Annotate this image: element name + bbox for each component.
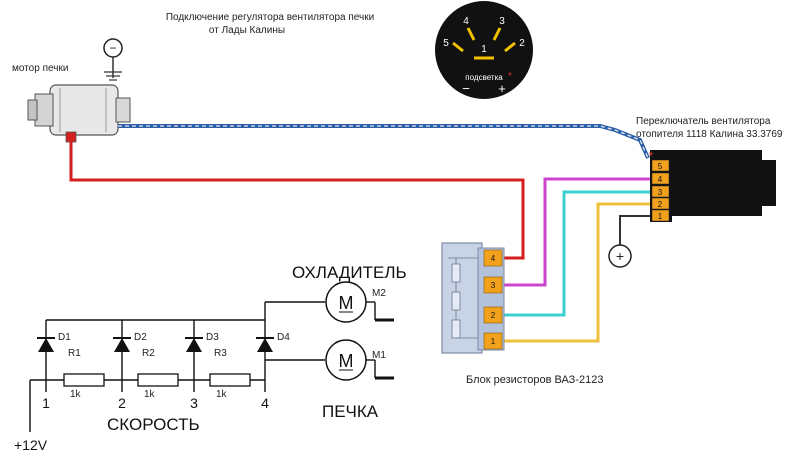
dial-num-1: 1 <box>481 44 487 55</box>
switch-pin-5 <box>651 159 670 172</box>
title-line-1: Подключение регулятора вентилятора печки <box>166 12 374 23</box>
dial-num-4: 4 <box>463 16 469 27</box>
switch-plus-sign: + <box>616 248 624 264</box>
block-pin-num-3: 3 <box>491 281 496 290</box>
heater-label: ПЕЧКА <box>322 402 379 421</box>
heater-motor-body <box>27 84 131 143</box>
dial-plus: + <box>498 81 506 96</box>
motor-m1-symbol: M <box>339 351 354 371</box>
block-pin-2 <box>483 306 503 324</box>
resistor-block-label: Блок резисторов ВАЗ-2123 <box>466 374 603 386</box>
motor-to-switch-ground-wire <box>118 124 650 159</box>
resistor-value-r3: 1k <box>216 389 228 400</box>
dial-mark-2 <box>504 41 516 53</box>
resistor-value-r2: 1k <box>144 389 156 400</box>
motor-m2-symbol: M <box>339 293 354 313</box>
resistor-r2 <box>137 373 179 387</box>
speed-number-3: 3 <box>190 395 198 411</box>
switch-pin3-cyan-wire <box>500 190 652 317</box>
motor-m1-label: M1 <box>372 350 386 361</box>
switch-pin1-plus-wire <box>619 215 652 246</box>
speed-label: СКОРОСТЬ <box>107 415 200 434</box>
diode-label-d4: D4 <box>277 332 290 343</box>
switch-pin-num-5: 5 <box>658 162 663 171</box>
switch-pin-num-1: 1 <box>658 212 663 221</box>
diode-label-d2: D2 <box>134 332 147 343</box>
dial-mark-5 <box>452 41 464 53</box>
motor-ground-terminal: − <box>103 38 123 81</box>
block-pin-3 <box>483 276 503 294</box>
resistor-label-r3: R3 <box>214 348 227 359</box>
resistor-r3 <box>209 373 251 387</box>
resistor-block: 4 3 2 1 <box>441 242 505 354</box>
diode-label-d1: D1 <box>58 332 71 343</box>
dial-num-2: 2 <box>519 38 525 49</box>
resistor-label-r1: R1 <box>68 348 81 359</box>
dial-mark-4 <box>466 27 476 41</box>
dial-face <box>435 1 533 99</box>
cooler-label: ОХЛАДИТЕЛЬ <box>292 263 407 282</box>
supply-label: +12V <box>14 437 48 453</box>
dial-minus: − <box>462 81 470 96</box>
switch-label-line-1: Переключатель вентилятора <box>636 116 771 127</box>
resistor-r1 <box>63 373 105 387</box>
block-pin-num-2: 2 <box>491 311 496 320</box>
motor-label: мотор печки <box>12 63 68 74</box>
diode-d2 <box>113 337 131 352</box>
diode-d3 <box>185 337 203 352</box>
switch-pin-num-4: 4 <box>658 175 663 184</box>
diode-d1 <box>37 337 55 352</box>
speed-number-2: 2 <box>118 395 126 411</box>
switch-pin2-yellow-wire <box>500 202 652 343</box>
block-pin-num-4: 4 <box>491 254 496 263</box>
switch-pin-num-2: 2 <box>658 200 663 209</box>
switch-plus-terminal: + <box>608 244 632 268</box>
switch-label-line-2: отопителя 1118 Калина 33.3769 <box>636 129 783 140</box>
dial-mark-3 <box>492 27 502 41</box>
dial-backlight-label: подсветка <box>465 73 503 82</box>
dial-num-3: 3 <box>499 16 505 27</box>
motor-minus-sign: − <box>109 41 116 55</box>
schematic <box>29 301 325 432</box>
resistor-label-r2: R2 <box>142 348 155 359</box>
fan-switch-connector: 5 4 3 2 1 * <box>649 149 776 222</box>
switch-pin-3 <box>651 185 670 198</box>
block-pin-4 <box>483 249 503 267</box>
dial-num-5: 5 <box>443 38 449 49</box>
fan-speed-dial: 5 4 3 2 1 подсветка * − + <box>435 1 533 99</box>
switch-pin-4 <box>651 172 670 185</box>
motor-m2-label: M2 <box>372 288 386 299</box>
speed-number-4: 4 <box>261 395 269 411</box>
motor-m2: M <box>325 281 394 323</box>
switch-pin-2 <box>651 197 670 210</box>
diode-d4 <box>256 337 274 352</box>
resistor-value-r1: 1k <box>70 389 82 400</box>
block-pin-num-1: 1 <box>491 337 496 346</box>
diode-label-d3: D3 <box>206 332 219 343</box>
switch-pin-num-3: 3 <box>658 188 663 197</box>
title-line-2: от Лады Калины <box>209 25 285 36</box>
switch-pin-1 <box>651 209 670 222</box>
switch-pin4-magenta-wire <box>500 177 652 287</box>
speed-number-1: 1 <box>42 395 50 411</box>
dial-backlight-marker: * <box>508 71 512 82</box>
motor-m1: M <box>325 339 394 381</box>
switch-marker: * <box>649 149 654 163</box>
block-pin-1 <box>483 332 503 350</box>
motor-to-block-red-wire <box>69 142 525 260</box>
